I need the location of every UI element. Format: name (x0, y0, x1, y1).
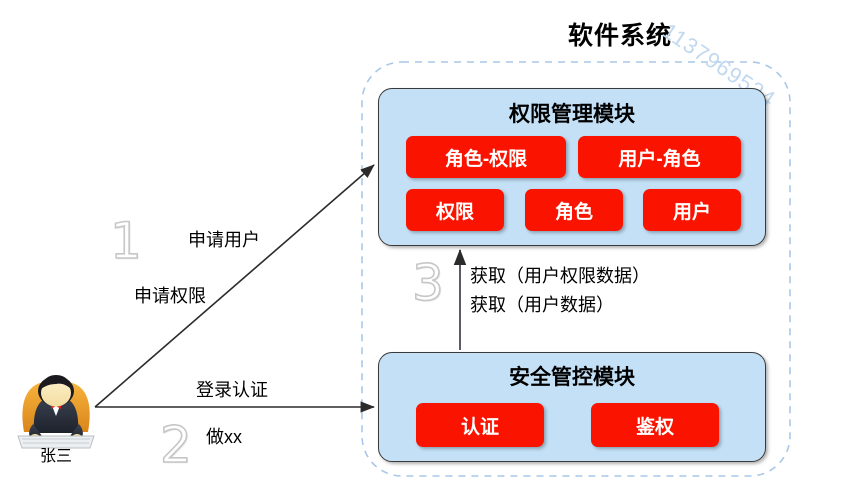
chip-role[interactable]: 角色 (525, 189, 623, 231)
module-permission-management[interactable]: 权限管理模块 角色-权限 用户-角色 权限 角色 用户 (378, 88, 766, 246)
flow-label-fetch-user-data: 获取（用户数据） (470, 295, 614, 315)
chip-authorization[interactable]: 鉴权 (591, 403, 719, 447)
chip-permission[interactable]: 权限 (406, 189, 504, 231)
flow-arrow-1 (94, 164, 375, 408)
chip-user-role[interactable]: 用户-角色 (578, 136, 741, 178)
step-number-1: 1 (109, 212, 142, 270)
chip-user[interactable]: 用户 (643, 189, 741, 231)
step-number-2: 2 (159, 416, 192, 474)
flow-label-fetch-user-permission-data: 获取（用户权限数据） (470, 266, 650, 286)
module-title: 权限管理模块 (509, 103, 635, 126)
module-title: 安全管控模块 (509, 366, 635, 389)
flow-label-do-xx: 做xx (206, 427, 242, 447)
person-avatar-icon (17, 375, 95, 449)
step-number-3: 3 (411, 254, 444, 312)
flow-label-apply-permission: 申请权限 (134, 286, 206, 306)
module-security-control[interactable]: 安全管控模块 认证 鉴权 (378, 352, 766, 462)
chip-authentication[interactable]: 认证 (416, 403, 544, 447)
flow-label-apply-user: 申请用户 (188, 230, 260, 250)
actor-name-label: 张三 (39, 448, 72, 465)
system-boundary (361, 61, 791, 477)
chip-role-permission[interactable]: 角色-权限 (406, 136, 566, 178)
flow-label-login-auth: 登录认证 (196, 380, 268, 400)
page-title: 软件系统 (567, 22, 672, 50)
